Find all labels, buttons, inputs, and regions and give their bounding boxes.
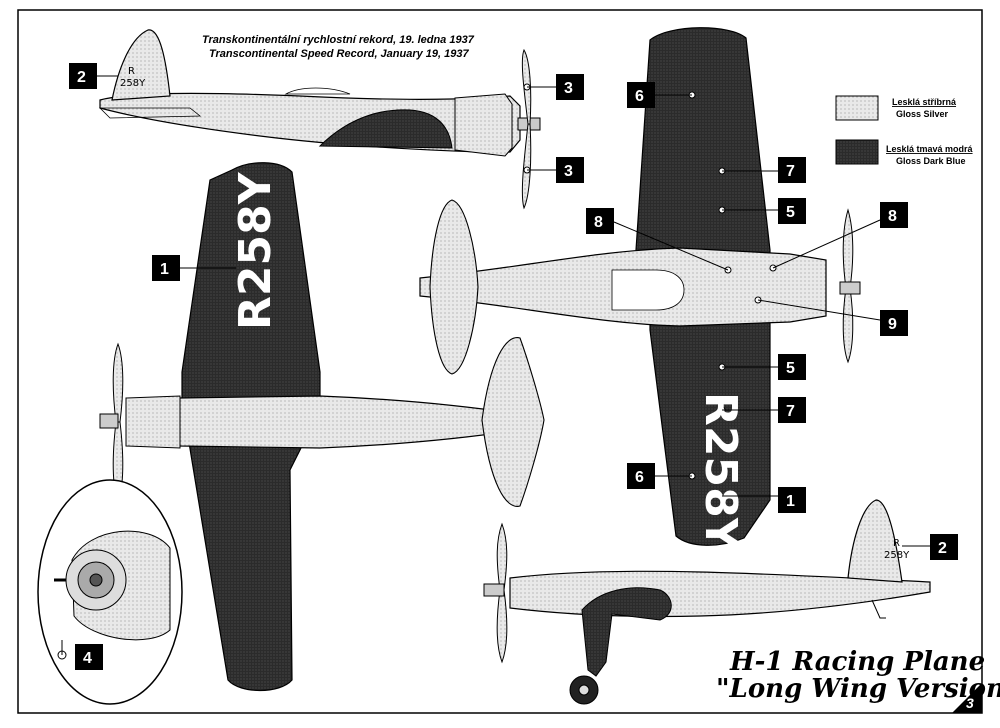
page-number: 3 [966, 695, 974, 711]
record-title-cz: Transkontinentální rychlostní rekord, 19… [202, 34, 475, 46]
callout-8-left: 8 [594, 214, 603, 231]
legend-sub-silver: Gloss Silver [896, 109, 949, 119]
tail-reg-top-left: R [128, 66, 135, 77]
page-number-tab [952, 683, 982, 713]
wing-reg-left: R258Y [230, 171, 281, 330]
page-border [17, 9, 983, 714]
side-view-top: R 258Y [99, 29, 541, 210]
legend-swatch-blue [835, 139, 879, 165]
legend-sub-blue: Gloss Dark Blue [896, 156, 966, 166]
callout-1-right: 1 [786, 493, 795, 510]
planform-view-left: R258Y [99, 162, 545, 691]
callout-9: 9 [888, 316, 897, 333]
planform-view-right: R258Y [419, 27, 861, 551]
callout-2-right: 2 [938, 540, 947, 557]
legend-name-silver: Lesklá stříbrná [892, 97, 957, 107]
callout-4: 4 [83, 650, 92, 667]
callout-7-upper: 7 [786, 163, 795, 180]
callout-3-lower: 3 [564, 163, 573, 180]
plane-title-line2: "Long Wing Version" [716, 674, 1000, 704]
callouts: 2 3 3 6 7 5 8 8 1 9 5 7 6 1 2 4 [69, 63, 958, 670]
callout-3-upper: 3 [564, 80, 573, 97]
record-title-en: Transcontinental Speed Record, January 1… [209, 48, 470, 60]
callout-7-lower: 7 [786, 403, 795, 420]
legend-swatch-silver [835, 95, 879, 121]
plane-title-line1: H-1 Racing Plane [729, 647, 985, 677]
callout-8-right: 8 [888, 208, 897, 225]
callout-6-lower: 6 [635, 469, 644, 486]
callout-1-left: 1 [160, 261, 169, 278]
tail-reg-bottom-left: 258Y [120, 78, 146, 89]
callout-5-upper: 5 [786, 204, 795, 221]
legend: Lesklá stříbrná Gloss Silver Lesklá tmav… [835, 95, 974, 166]
leader-lines [61, 75, 930, 655]
side-view-bottom: R 258Y [483, 499, 931, 705]
tail-reg-bottom-right: 258Y [884, 550, 910, 561]
callout-6-upper: 6 [635, 88, 644, 105]
tail-reg-top-right: R [893, 538, 900, 549]
callout-5-lower: 5 [786, 360, 795, 377]
callout-2-left: 2 [77, 69, 86, 86]
legend-name-blue: Lesklá tmavá modrá [886, 144, 974, 154]
engine-detail [37, 479, 183, 705]
wing-reg-right: R258Y [695, 392, 746, 551]
